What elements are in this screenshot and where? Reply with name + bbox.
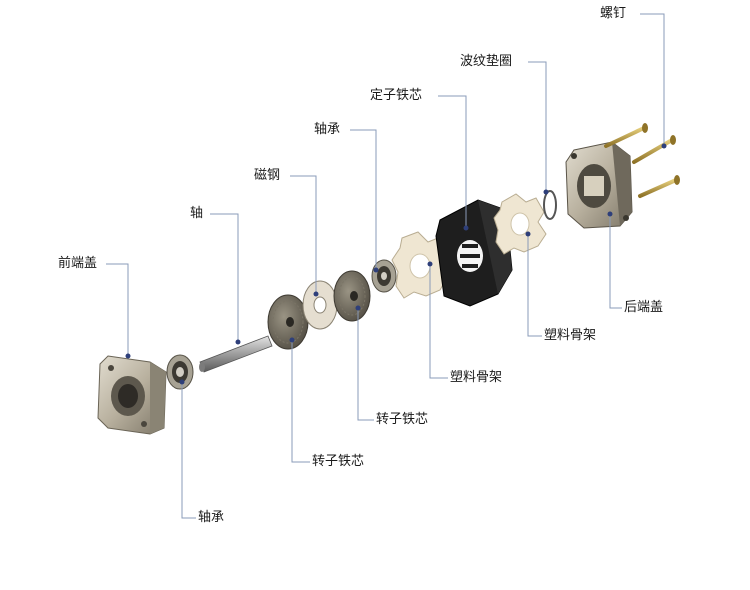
rear-cover-part — [565, 141, 633, 229]
label-bearing-bottom: 轴承 — [198, 510, 225, 525]
leader-plastic-mid — [429, 264, 448, 379]
dot-plastic-right — [525, 231, 531, 237]
dot-bearing-top — [373, 267, 379, 273]
label-plastic-frame-right: 塑料骨架 — [544, 328, 597, 343]
top-bearing-part — [371, 259, 397, 293]
leader-shaft — [210, 213, 239, 342]
leader-wave-washer — [528, 61, 547, 192]
leader-magnet — [290, 175, 317, 294]
dot-bearing-bottom — [179, 379, 185, 385]
label-bearing-top: 轴承 — [314, 122, 341, 137]
front-cover-part — [97, 355, 167, 435]
dot-wave-washer — [543, 189, 549, 195]
leader-bearing-top — [350, 129, 377, 270]
label-rear-cover: 后端盖 — [624, 300, 664, 315]
leader-stator — [438, 95, 467, 228]
dot-plastic-mid — [427, 261, 433, 267]
plastic-frame-mid-part — [391, 231, 449, 299]
screws-part — [604, 123, 680, 198]
label-rotor-core-upper: 转子铁芯 — [376, 412, 429, 427]
leader-rotor-upper — [357, 308, 374, 421]
label-rotor-core-lower: 转子铁芯 — [312, 454, 365, 469]
leader-lines — [106, 13, 665, 519]
label-wave-washer: 波纹垫圈 — [460, 54, 513, 69]
label-magnet-steel: 磁钢 — [254, 168, 281, 183]
leader-front-cover — [106, 263, 129, 356]
label-front-cover: 前端盖 — [58, 256, 98, 271]
dot-screw — [661, 143, 667, 149]
leader-dots — [125, 143, 667, 385]
magnet-steel-part — [302, 280, 338, 330]
rotor-core-lower-part — [267, 294, 309, 350]
leader-screw — [640, 13, 665, 146]
dot-stator — [463, 225, 469, 231]
dot-front-cover — [125, 353, 131, 359]
front-bearing-part — [166, 354, 194, 390]
dot-rotor-upper — [355, 305, 361, 311]
plastic-frame-right-part — [493, 193, 547, 255]
dot-rear-cover — [607, 211, 613, 217]
leader-plastic-right — [527, 234, 542, 337]
leader-rotor-lower — [291, 340, 310, 463]
dot-shaft — [235, 339, 241, 345]
shaft-part — [199, 335, 273, 373]
rotor-core-upper-part — [333, 270, 371, 322]
label-shaft: 轴 — [190, 206, 204, 221]
leader-bearing-bottom — [181, 382, 196, 519]
dot-rotor-lower — [289, 337, 295, 343]
label-plastic-frame-mid: 塑料骨架 — [450, 370, 503, 385]
label-screw: 螺钉 — [600, 6, 627, 21]
leader-rear-cover — [609, 214, 622, 309]
wave-washer-part — [543, 190, 557, 220]
dot-magnet — [313, 291, 319, 297]
label-stator-core: 定子铁芯 — [370, 88, 423, 103]
